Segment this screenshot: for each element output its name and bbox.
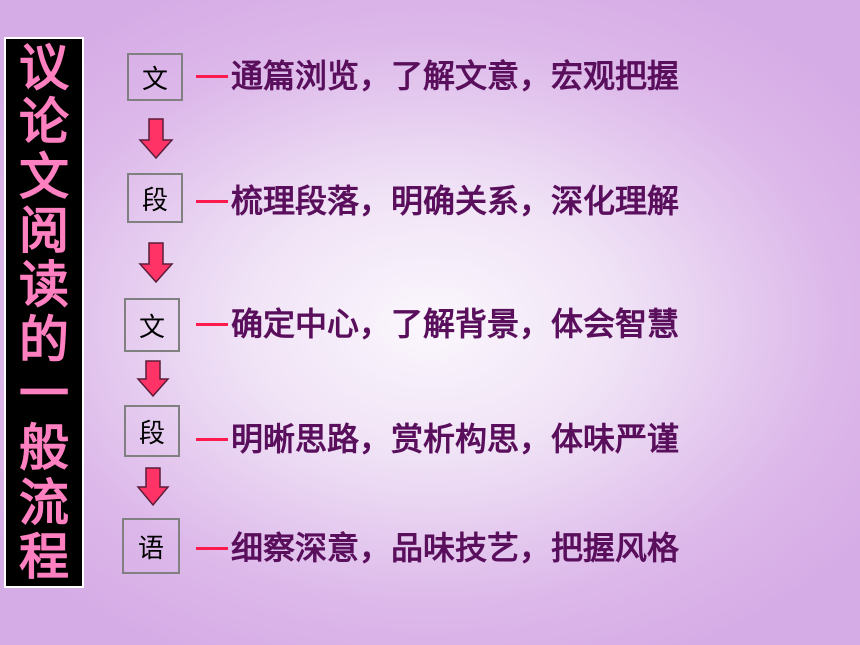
side-title-char: 程: [19, 527, 69, 586]
dash-icon: [196, 437, 228, 441]
step-text: 通篇浏览，了解文意，宏观把握: [231, 57, 680, 95]
step-text: 细察深意，品味技艺，把握风格: [231, 529, 680, 567]
step-text: 确定中心，了解背景，体会智慧: [231, 305, 680, 343]
flow-box-label: 段: [141, 185, 168, 216]
arrow-down-icon: [136, 360, 170, 398]
side-title-char: 读: [19, 256, 69, 315]
step-1-description: 通篇浏览，了解文意，宏观把握: [196, 60, 679, 92]
step-5-description: 细察深意，品味技艺，把握风格: [196, 532, 679, 564]
flow-box-step-4: 段: [124, 405, 180, 457]
dash-icon: [196, 322, 228, 326]
flow-box-step-2: 段: [127, 173, 183, 223]
step-2-description: 梳理段落，明确关系，深化理解: [196, 185, 679, 217]
side-title-char: 般: [19, 419, 69, 478]
step-text: 梳理段落，明确关系，深化理解: [231, 182, 680, 220]
side-title-panel: 议 论 文 阅 读 的 一 般 流 程: [4, 37, 84, 588]
step-text: 明晰思路，赏析构思，体味严谨: [231, 420, 680, 458]
flow-box-label: 文: [141, 64, 168, 95]
arrow-down-icon: [138, 118, 174, 160]
side-title-char: 流: [19, 473, 69, 532]
side-title-char: 一: [19, 364, 69, 423]
side-title-char: 的: [19, 310, 69, 369]
dash-icon: [196, 199, 228, 203]
dash-icon: [196, 74, 228, 78]
side-title-char: 议: [19, 39, 69, 97]
arrow-down-icon: [138, 242, 174, 284]
arrow-down-icon: [136, 467, 170, 507]
flow-box-step-5: 语: [122, 518, 180, 574]
dash-icon: [196, 546, 228, 550]
side-title-char: 文: [19, 147, 69, 206]
flow-box-step-1: 文: [127, 53, 183, 101]
flow-box-label: 段: [138, 418, 165, 449]
step-3-description: 确定中心，了解背景，体会智慧: [196, 308, 679, 340]
side-title-char: 阅: [19, 201, 69, 260]
flow-box-step-3: 文: [124, 298, 180, 352]
step-4-description: 明晰思路，赏析构思，体味严谨: [196, 423, 679, 455]
flow-box-label: 文: [138, 312, 165, 343]
flow-box-label: 语: [137, 533, 164, 564]
side-title-char: 论: [19, 93, 69, 152]
